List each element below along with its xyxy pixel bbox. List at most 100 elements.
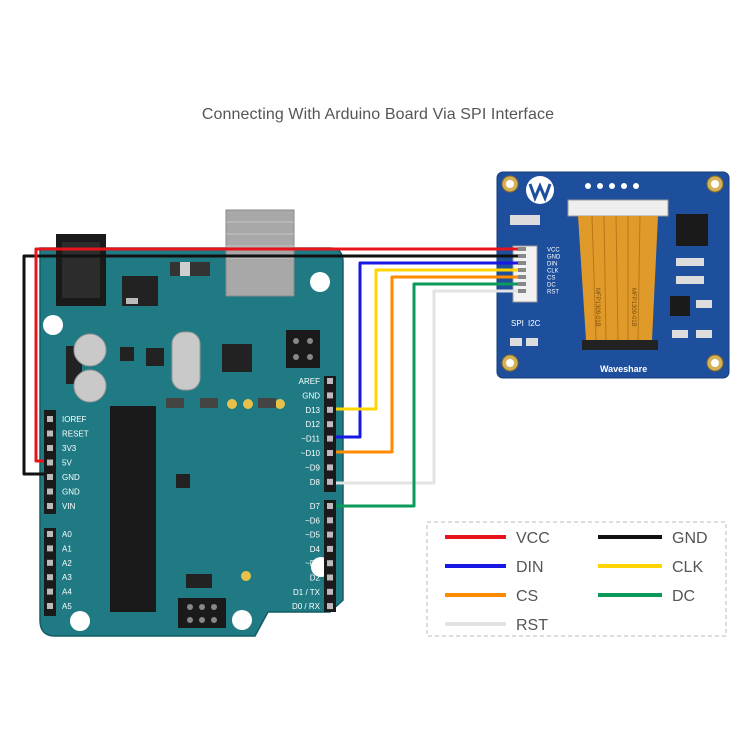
header-pin bbox=[47, 545, 53, 552]
driver-chip bbox=[676, 214, 708, 246]
pin-label: ~D6 bbox=[305, 516, 320, 525]
legend-label: VCC bbox=[516, 530, 550, 547]
oled-pin bbox=[518, 254, 526, 258]
wire-vcc bbox=[34, 247, 518, 463]
header-pin bbox=[47, 488, 53, 495]
wire-cs bbox=[336, 275, 518, 454]
wire-din bbox=[336, 261, 518, 439]
header-pin bbox=[47, 445, 53, 451]
pin-label: 5V bbox=[62, 459, 72, 468]
oled-pin bbox=[518, 247, 526, 251]
header-pin bbox=[327, 421, 333, 428]
pin-label: ~D10 bbox=[301, 449, 321, 458]
oled-pin bbox=[518, 275, 526, 279]
header-pin bbox=[327, 406, 333, 413]
header-pin bbox=[327, 560, 333, 567]
pin-label: RESET bbox=[62, 430, 89, 439]
pin-label: D12 bbox=[305, 420, 320, 429]
header-pin bbox=[327, 603, 333, 610]
legend-label: DIN bbox=[516, 559, 544, 576]
legend-label: RST bbox=[516, 617, 548, 634]
diagram-title: Connecting With Arduino Board Via SPI In… bbox=[201, 106, 555, 123]
oled-pin-label: RST bbox=[547, 290, 559, 296]
header-pin bbox=[327, 545, 333, 552]
legend-label: DC bbox=[672, 588, 695, 605]
led bbox=[243, 399, 253, 409]
header-pin bbox=[47, 588, 53, 595]
header-pin bbox=[327, 450, 333, 456]
led bbox=[241, 571, 251, 581]
icsp-header-bottom bbox=[178, 598, 226, 628]
header-pin bbox=[327, 392, 333, 399]
header-pin bbox=[327, 435, 333, 442]
wire-rst bbox=[336, 289, 518, 485]
pin-label: GND bbox=[62, 473, 80, 482]
header-pin bbox=[327, 464, 333, 471]
capacitor bbox=[73, 333, 107, 367]
header-pin bbox=[327, 478, 333, 485]
header-pin bbox=[47, 474, 53, 480]
pin-label: D0 / RX bbox=[292, 602, 321, 611]
mounting-hole bbox=[70, 611, 90, 631]
right-header-top bbox=[324, 376, 336, 492]
flex-label: MFP1309-01B bbox=[594, 288, 600, 327]
header-pin bbox=[327, 503, 333, 509]
pin-label: A3 bbox=[62, 573, 72, 582]
pin-label: ~D5 bbox=[305, 531, 320, 540]
led bbox=[227, 399, 237, 409]
flex-label: MFP1309-01B bbox=[630, 288, 636, 327]
usb-chip bbox=[222, 344, 252, 372]
oled-pin bbox=[518, 282, 526, 286]
brand-label: Waveshare bbox=[600, 364, 647, 374]
oled-module: MFP1309-01B MFP1309-01B VCCGNDDINCLKCSDC… bbox=[496, 171, 730, 379]
pin-label: D4 bbox=[310, 545, 321, 554]
pin-label: A2 bbox=[62, 559, 72, 568]
pin-label: GND bbox=[62, 488, 80, 497]
oled-pin bbox=[518, 268, 526, 272]
oled-pin-label: CLK bbox=[547, 269, 559, 275]
pin-label: 3V3 bbox=[62, 444, 77, 453]
led bbox=[275, 399, 285, 409]
pin-label: IOREF bbox=[62, 415, 87, 424]
header-pin bbox=[47, 603, 53, 609]
pin-label: GND bbox=[302, 391, 320, 400]
waveshare-logo-icon bbox=[526, 176, 554, 204]
legend-label: CLK bbox=[672, 559, 703, 576]
pin-label: D2 bbox=[310, 574, 321, 583]
mode-label-i2c: I2C bbox=[528, 319, 541, 328]
test-pads bbox=[585, 183, 639, 189]
oled-pin-label: DC bbox=[547, 283, 556, 289]
pin-label: A4 bbox=[62, 588, 72, 597]
pin-label: ~D11 bbox=[301, 435, 320, 444]
header-pin bbox=[327, 588, 333, 595]
pin-label: A5 bbox=[62, 602, 72, 611]
wire-clk bbox=[336, 268, 518, 411]
mounting-hole bbox=[43, 315, 63, 335]
right-header-bottom bbox=[324, 500, 336, 612]
pin-label: ~D3 bbox=[305, 559, 320, 568]
pin-label: A0 bbox=[62, 530, 72, 539]
usb-port bbox=[225, 209, 295, 297]
pin-label: D13 bbox=[305, 406, 320, 415]
pin-label: D8 bbox=[310, 478, 321, 487]
oled-pin-label: GND bbox=[547, 255, 561, 261]
oled-pin-label: DIN bbox=[547, 262, 557, 268]
header-pin bbox=[47, 503, 53, 509]
pin-label: D1 / TX bbox=[293, 588, 321, 597]
wires bbox=[22, 247, 518, 508]
mounting-hole bbox=[232, 610, 252, 630]
pin-label: VIN bbox=[62, 502, 76, 511]
wire-gnd bbox=[22, 254, 518, 476]
mounting-hole bbox=[310, 272, 330, 292]
header-pin bbox=[47, 416, 53, 422]
header-pin bbox=[47, 459, 53, 466]
pin-label: D7 bbox=[310, 502, 321, 511]
header-pin bbox=[327, 531, 333, 538]
crystal bbox=[171, 331, 201, 391]
header-pin bbox=[327, 378, 333, 384]
legend-label: CS bbox=[516, 588, 538, 605]
mode-label-spi: SPI bbox=[511, 319, 524, 328]
